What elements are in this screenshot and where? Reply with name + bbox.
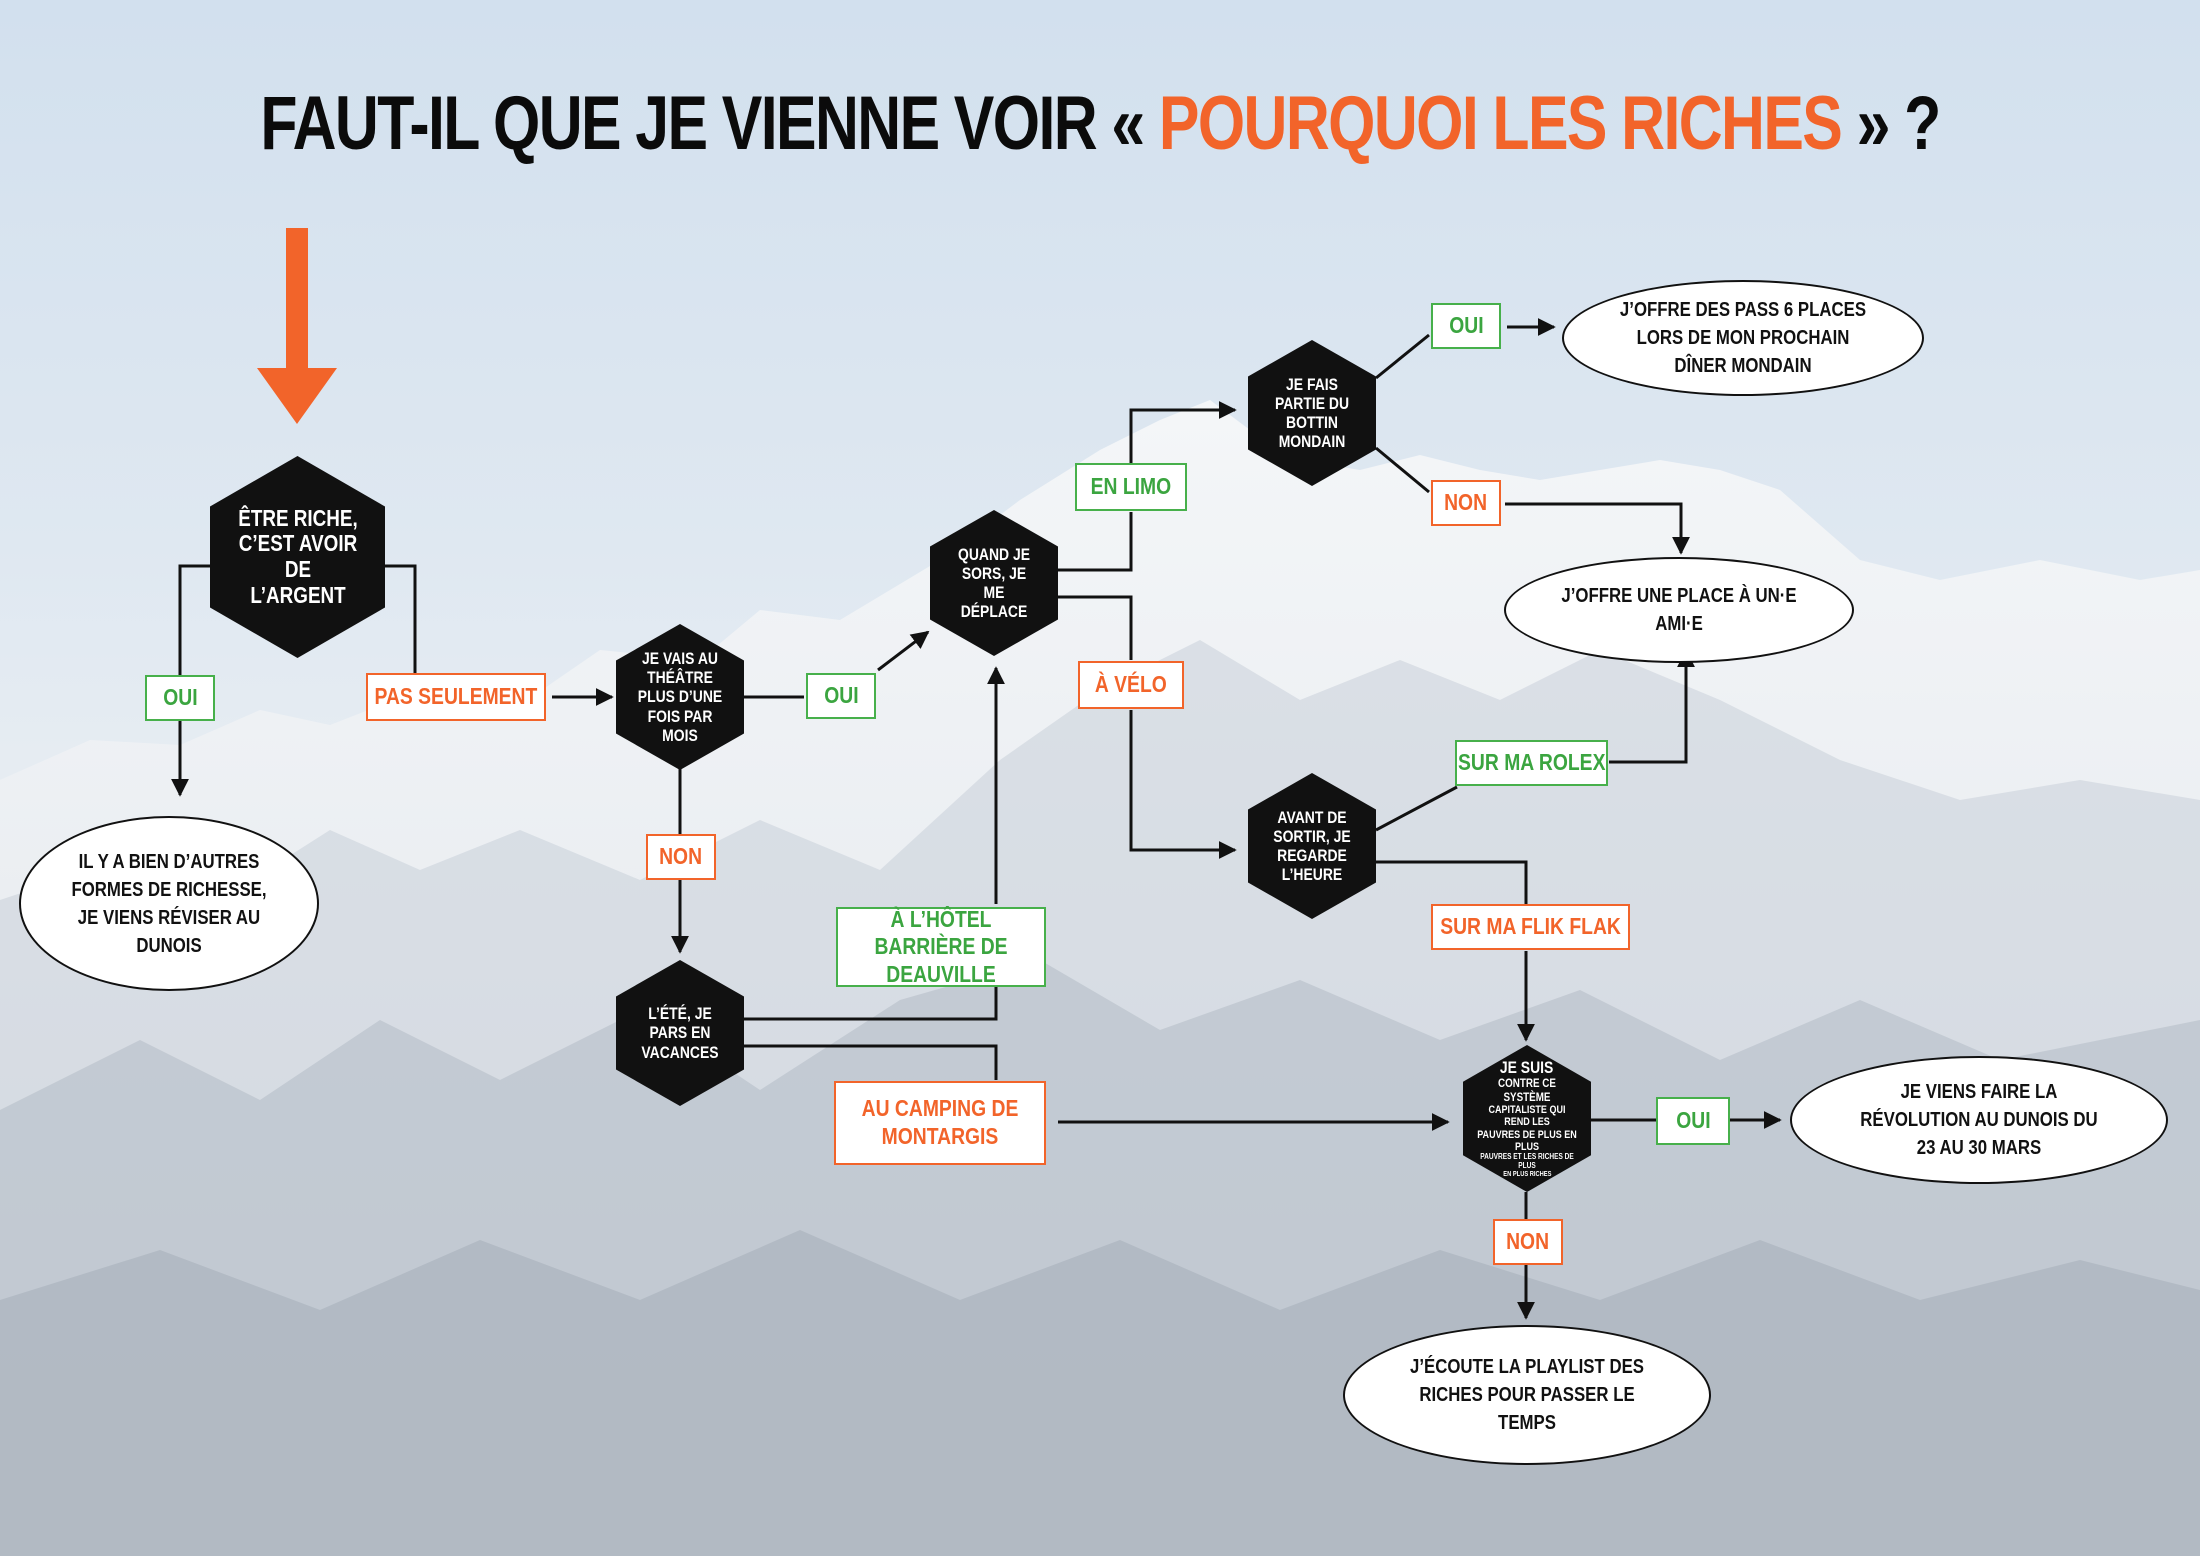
page-title: FAUT-IL QUE JE VIENNE VOIR « POURQUOI LE… <box>220 80 1980 167</box>
label-camping: AU CAMPING DE MONTARGIS <box>834 1081 1046 1165</box>
question-systeme: JE SUIS CONTRE CE SYSTÈME CAPITALISTE QU… <box>1463 1045 1591 1192</box>
label-non-systeme: NON <box>1493 1219 1563 1265</box>
edge-vacances-hotel <box>744 985 998 1021</box>
question-theatre-label: JE VAIS AU THÉÂTRE PLUS D’UNE FOIS PAR M… <box>637 649 723 745</box>
title-suffix: » ? <box>1856 81 1942 166</box>
question-vacances: L’ÉTÉ, JE PARS EN VACANCES <box>616 960 744 1106</box>
ending-pass6: J’OFFRE DES PASS 6 PLACES LORS DE MON PR… <box>1562 280 1924 396</box>
question-riche: ÊTRE RICHE, C’EST AVOIR DE L’ARGENT <box>210 456 385 658</box>
label-non-bottin: NON <box>1431 480 1501 526</box>
label-oui-theatre: OUI <box>806 673 876 719</box>
label-a-velo: À VÉLO <box>1078 661 1184 709</box>
label-flik-flak: SUR MA FLIK FLAK <box>1431 904 1630 950</box>
edge-riche-passeulement <box>385 564 417 675</box>
question-bottin-label: JE FAIS PARTIE DU BOTTIN MONDAIN <box>1274 374 1350 452</box>
label-non-theatre: NON <box>646 834 716 880</box>
edge-limo-bottin <box>1129 401 1237 463</box>
question-systeme-line4: PAUVRES ET LES RICHES DE PLUS <box>1480 1152 1574 1171</box>
question-systeme-title: JE SUIS <box>1500 1058 1554 1078</box>
edge-riche-oui <box>178 564 210 680</box>
ending-ami: J’OFFRE UNE PLACE À UN·E AMI·E <box>1504 557 1854 663</box>
title-highlight: POURQUOI LES RICHES <box>1158 81 1843 166</box>
edge-velo-heure <box>1129 710 1237 859</box>
question-theatre: JE VAIS AU THÉÂTRE PLUS D’UNE FOIS PAR M… <box>616 624 744 770</box>
edge-deplace-limo <box>1058 512 1133 572</box>
label-oui-systeme: OUI <box>1656 1097 1730 1145</box>
question-vacances-label: L’ÉTÉ, JE PARS EN VACANCES <box>641 1004 719 1062</box>
question-riche-label: ÊTRE RICHE, C’EST AVOIR DE L’ARGENT <box>237 504 358 608</box>
question-systeme-line5: EN PLUS RICHES <box>1502 1171 1552 1179</box>
edge-rolex-ami <box>1609 649 1695 764</box>
edge-bottin-non <box>1375 446 1430 494</box>
ending-playlist: J’ÉCOUTE LA PLAYLIST DES RICHES POUR PAS… <box>1343 1325 1711 1465</box>
edge-heure-flik <box>1376 860 1528 904</box>
question-heure-label: AVANT DE SORTIR, JE REGARDE L’HEURE <box>1273 807 1351 885</box>
down-arrow-icon <box>257 228 337 424</box>
question-bottin: JE FAIS PARTIE DU BOTTIN MONDAIN <box>1248 340 1376 486</box>
label-hotel: À L’HÔTEL BARRIÈRE DE DEAUVILLE <box>836 906 1046 987</box>
title-prefix: FAUT-IL QUE JE VIENNE VOIR « <box>260 81 1145 166</box>
label-pas-seulement: PAS SEULEMENT <box>366 673 546 721</box>
edge-oui-deplace <box>877 630 930 672</box>
question-deplace-label: QUAND JE SORS, JE ME DÉPLACE <box>957 544 1031 622</box>
question-systeme-line2: CAPITALISTE QUI REND LES <box>1488 1103 1566 1129</box>
edge-vacances-camping <box>744 1044 998 1080</box>
question-deplace: QUAND JE SORS, JE ME DÉPLACE <box>930 510 1058 656</box>
label-oui-bottin: OUI <box>1431 303 1501 349</box>
edge-non-ami <box>1505 502 1690 555</box>
label-rolex: SUR MA ROLEX <box>1455 740 1608 786</box>
label-oui-riche: OUI <box>145 675 215 721</box>
ending-richesse: IL Y A BIEN D’AUTRES FORMES DE RICHESSE,… <box>19 816 319 991</box>
label-en-limo: EN LIMO <box>1075 463 1187 511</box>
edge-heure-rolex <box>1375 785 1458 832</box>
question-heure: AVANT DE SORTIR, JE REGARDE L’HEURE <box>1248 773 1376 919</box>
edge-deplace-velo <box>1058 595 1133 660</box>
ending-revolution: JE VIENS FAIRE LA RÉVOLUTION AU DUNOIS D… <box>1790 1056 2168 1184</box>
question-systeme-line1: CONTRE CE SYSTÈME <box>1498 1076 1556 1104</box>
question-systeme-line3: PAUVRES DE PLUS EN PLUS <box>1477 1128 1577 1153</box>
edge-bottin-oui <box>1375 333 1430 380</box>
